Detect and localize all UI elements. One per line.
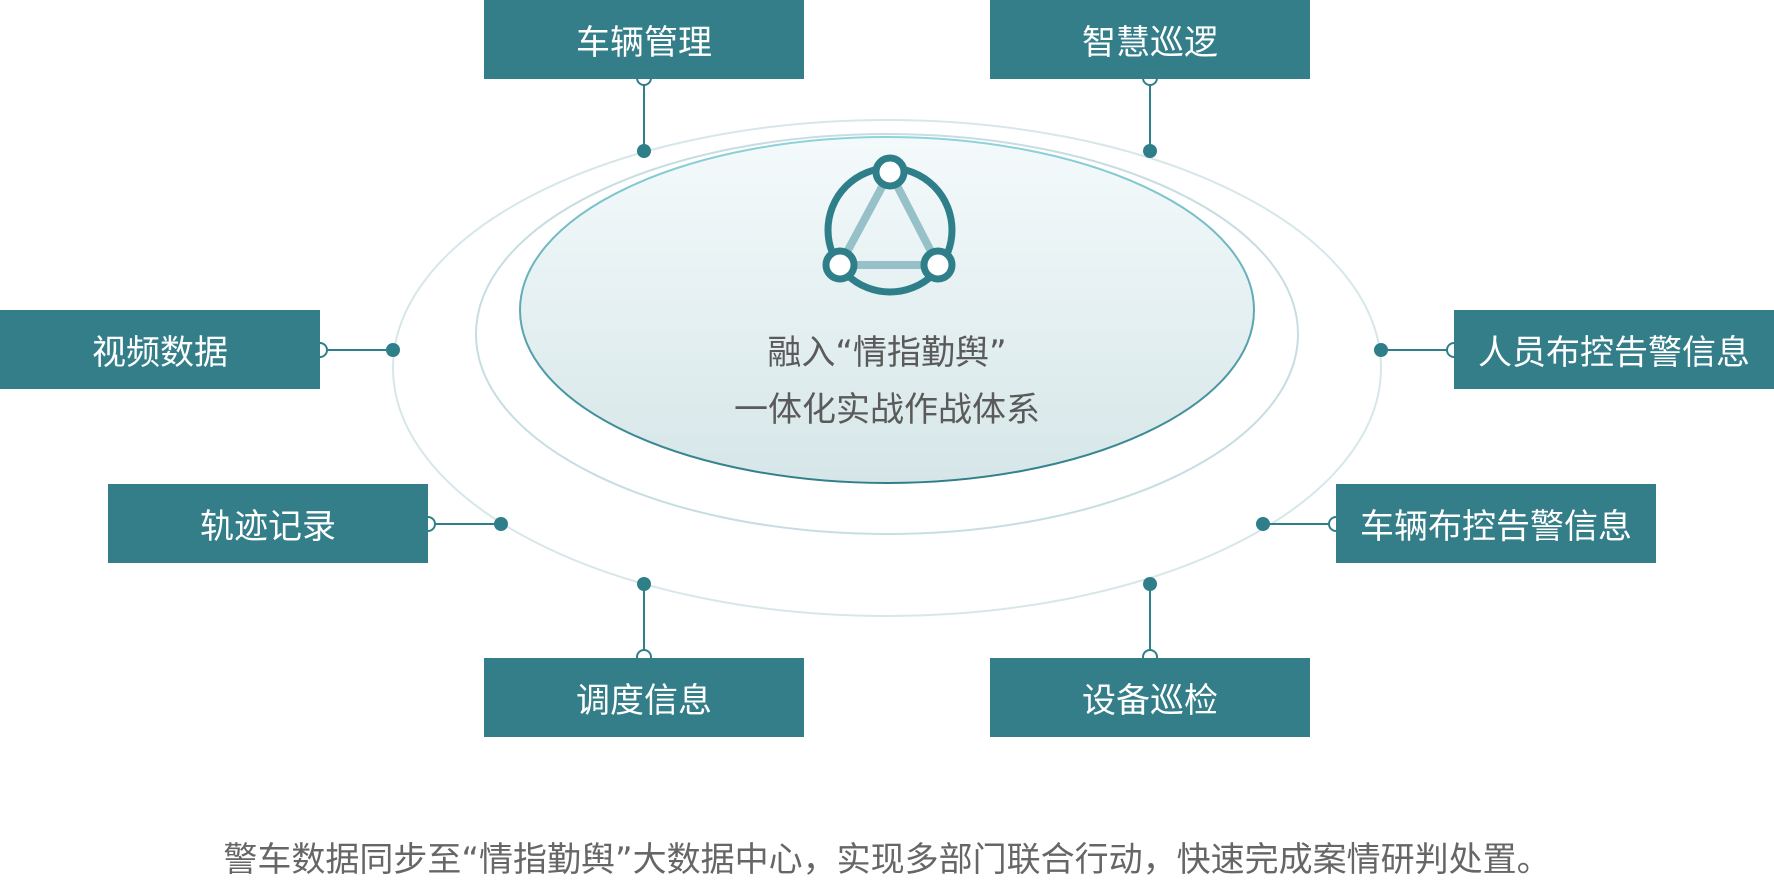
footer-caption: 警车数据同步至“情指勤舆”大数据中心，实现多部门联合行动，快速完成案情研判处置。	[223, 840, 1551, 880]
connector-personnel-alert	[1374, 342, 1462, 358]
module-smart-patrol: 智慧巡逻	[990, 0, 1310, 79]
middle-ring	[475, 133, 1299, 535]
center-core	[519, 136, 1255, 484]
connector-video-data	[312, 342, 400, 358]
connector-device-patrol	[1142, 577, 1158, 665]
module-dispatch-info: 调度信息	[484, 658, 804, 737]
module-vehicle-alert: 车辆布控告警信息	[1336, 484, 1656, 563]
module-video-data: 视频数据	[0, 310, 320, 389]
network-triangle-icon	[822, 154, 956, 296]
module-track-record: 轨迹记录	[108, 484, 428, 563]
center-title-line1: 融入“情指勤舆”	[767, 333, 1007, 373]
module-personnel-alert: 人员布控告警信息	[1454, 310, 1774, 389]
connector-vehicle-management	[636, 70, 652, 158]
module-vehicle-management: 车辆管理	[484, 0, 804, 79]
module-device-patrol: 设备巡检	[990, 658, 1310, 737]
connector-smart-patrol	[1142, 70, 1158, 158]
outer-ring	[392, 119, 1382, 617]
center-title-line2: 一体化实战作战体系	[734, 390, 1040, 430]
connector-dispatch-info	[636, 577, 652, 665]
connector-vehicle-alert	[1256, 516, 1344, 532]
